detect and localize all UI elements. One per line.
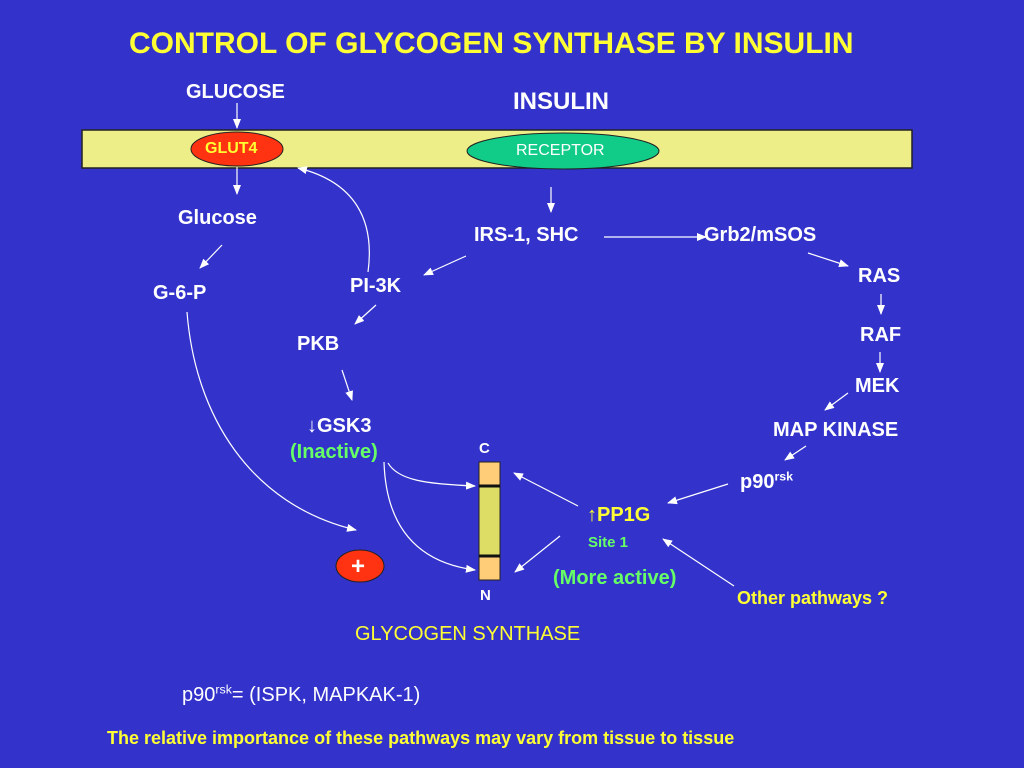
gs-bar-c-segment [478,461,501,487]
down-arrow-icon: ↓ [307,415,317,437]
p90rsk-footnote: p90rsk= (ISPK, MAPKAK-1) [182,682,421,706]
inactive-label: (Inactive) [290,441,378,463]
p90rsk-label: p90rsk [740,469,794,493]
site1-label: Site 1 [588,534,629,551]
arrow-pi3k-to-pkb [354,304,377,325]
arrow-pp1g-to-n-term [514,535,561,573]
pkb-label: PKB [297,333,340,355]
irs-shc-label: IRS-1, SHC [474,224,579,246]
insulin-label: INSULIN [513,88,609,115]
glut4-transporter [190,131,284,167]
map-kinase-label: MAP KINASE [773,419,899,441]
plus-sign: + [351,553,366,580]
more-active-label: (More active) [553,567,677,589]
arrow-mek-to-mapk [824,392,849,411]
glut4-label: GLUT4 [205,140,258,157]
glucose-extracellular-label: GLUCOSE [186,81,285,103]
arrow-pi3k-to-glut4 [297,166,370,273]
arrow-irs-to-pi3k [423,255,467,276]
arrow-pp1g-to-c-term [513,472,579,507]
arrow-p90-to-pp1g [667,483,729,505]
gs-bar-mid-segment [478,485,501,557]
gs-bar-n-segment [478,555,501,581]
arrow-other-to-pp1g [662,538,735,587]
ras-label: RAS [858,265,901,287]
c-terminus-label: C [479,440,490,457]
raf-label: RAF [860,324,902,346]
other-pathways-label: Other pathways ? [737,588,889,608]
g6p-label: G-6-P [153,282,207,304]
arrow-grb2-to-ras [807,252,849,268]
up-arrow-icon: ↑ [587,504,597,526]
pi3k-label: PI-3K [350,275,402,297]
arrow-g6p-to-plus [186,311,357,532]
arrow-gsk3-to-n-term [383,461,476,573]
glucose-intracellular-label: Glucose [178,207,257,229]
glycogen-synthase-label: GLYCOGEN SYNTHASE [355,623,581,645]
activation-plus-circle [335,549,385,583]
mek-label: MEK [855,375,900,397]
receptor-label: RECEPTOR [516,142,605,159]
grb2-msos-label: Grb2/mSOS [704,224,817,246]
insulin-receptor [466,132,660,170]
bottom-note: The relative importance of these pathway… [107,728,735,748]
pp1g-label: ↑PP1G [587,504,651,526]
n-terminus-label: N [480,587,491,604]
gsk3-label: ↓GSK3 [307,415,372,437]
arrow-mapk-to-p90 [784,445,807,461]
arrow-pkb-to-gsk3 [341,369,353,401]
page-title: CONTROL OF GLYCOGEN SYNTHASE BY INSULIN [129,27,854,60]
arrow-glucose-to-g6p [199,244,223,269]
arrow-gsk3-to-c-term [387,462,476,490]
